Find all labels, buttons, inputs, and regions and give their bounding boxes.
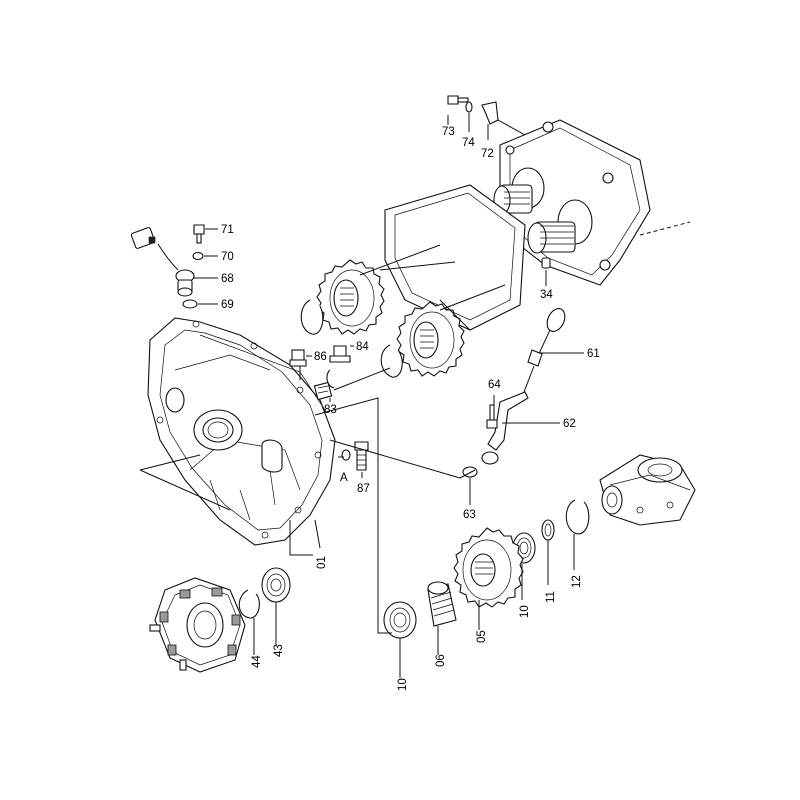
snap-ring-12 bbox=[565, 499, 590, 535]
idler-gear-middle bbox=[396, 301, 465, 377]
washer-74 bbox=[465, 101, 473, 113]
pump-housing-top bbox=[493, 119, 691, 286]
speed-sensor-assembly bbox=[130, 224, 205, 309]
label-64: 64 bbox=[488, 379, 501, 391]
bearing-43 bbox=[261, 567, 291, 603]
label-72: 72 bbox=[481, 148, 494, 160]
label-73: 73 bbox=[442, 126, 455, 138]
label-06: 06 bbox=[435, 654, 447, 667]
label-34: 34 bbox=[540, 289, 553, 301]
coupling bbox=[149, 577, 246, 673]
label-69: 69 bbox=[221, 299, 234, 311]
projection-lines-lower bbox=[289, 397, 476, 634]
hydraulic-pump bbox=[599, 454, 696, 526]
label-44: 44 bbox=[251, 655, 263, 668]
label-11: 11 bbox=[545, 591, 557, 603]
label-62: 62 bbox=[563, 418, 576, 430]
projection-lines-upper bbox=[359, 244, 506, 331]
main-case bbox=[139, 317, 336, 546]
label-83: 83 bbox=[324, 404, 337, 416]
label-01: 01 bbox=[316, 556, 328, 569]
label-10-right: 10 bbox=[519, 605, 531, 618]
bracket-72 bbox=[481, 101, 526, 136]
label-05: 05 bbox=[476, 630, 488, 643]
leader-lines bbox=[194, 113, 584, 678]
label-61: 61 bbox=[587, 348, 600, 360]
label-12: 12 bbox=[571, 575, 583, 588]
label-63: 63 bbox=[463, 509, 476, 521]
idler-gear-top bbox=[316, 259, 385, 335]
label-86: 86 bbox=[314, 351, 327, 363]
label-87: 87 bbox=[357, 483, 370, 495]
gasket bbox=[384, 184, 526, 331]
plugs-83-84-86 bbox=[289, 345, 391, 401]
pin-34 bbox=[541, 257, 551, 269]
label-68: 68 bbox=[221, 273, 234, 285]
gear-05 bbox=[453, 527, 524, 608]
snap-ring-11 bbox=[541, 519, 555, 541]
dipstick-assembly bbox=[462, 308, 566, 478]
label-43: 43 bbox=[273, 644, 285, 657]
label-71: 71 bbox=[221, 224, 234, 236]
label-10-left: 10 bbox=[397, 678, 409, 691]
snap-ring-44 bbox=[238, 589, 260, 619]
bolt-73 bbox=[447, 95, 469, 105]
plug-87-assembly bbox=[341, 441, 369, 471]
shaft-06 bbox=[427, 581, 457, 627]
label-84: 84 bbox=[356, 341, 369, 353]
label-74: 74 bbox=[462, 137, 475, 149]
label-A: A bbox=[340, 472, 348, 484]
label-70: 70 bbox=[221, 251, 234, 263]
part-labels: 73 74 72 71 70 68 69 86 84 83 34 61 64 6… bbox=[221, 126, 600, 691]
